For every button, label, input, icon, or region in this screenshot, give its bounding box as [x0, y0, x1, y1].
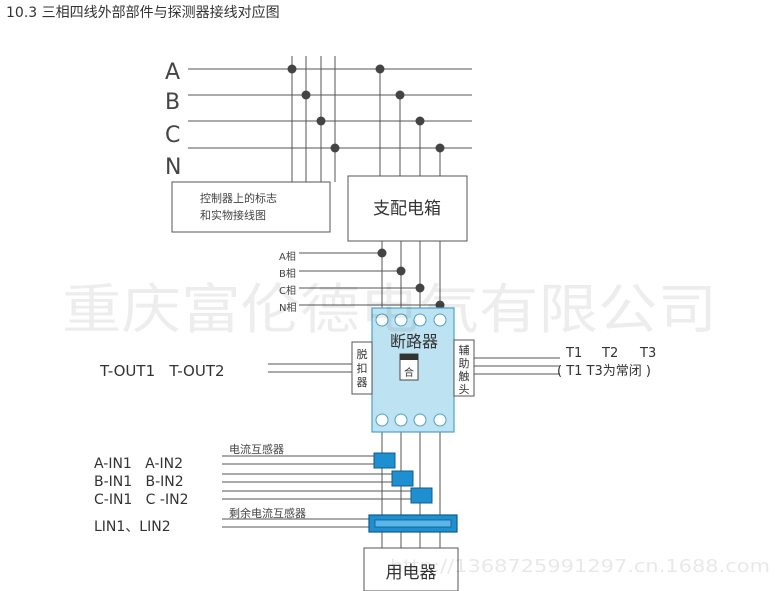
breaker-terminals-top [375, 313, 447, 327]
junction-dot [316, 116, 326, 126]
terminal [433, 413, 447, 427]
ct-title: 电流互感器 [229, 442, 284, 456]
junction-dot [377, 248, 387, 258]
phase-label-b: B [165, 90, 180, 115]
trip-unit-box [351, 341, 373, 395]
t1-label: T1 [565, 346, 582, 361]
trip-unit-char: 扣 [357, 361, 368, 375]
legend-box [171, 181, 331, 233]
phase-tag-b: B相 [279, 267, 296, 280]
trip-unit-char: 脱 [357, 347, 368, 361]
ct-a [373, 452, 396, 469]
terminal [394, 313, 408, 327]
junction-dot [375, 64, 385, 74]
aux-contact-box [453, 339, 475, 397]
aux-contact-char: 头 [459, 383, 470, 396]
t3-label: T3 [639, 346, 656, 361]
ct-input-b: B-IN1 B-IN2 [94, 474, 184, 490]
ct-c [410, 487, 433, 504]
terminal [433, 313, 447, 327]
load-box-label: 用电器 [386, 563, 437, 583]
breaker-switch-label: 合 [404, 366, 414, 379]
terminal [375, 413, 389, 427]
junction-dot [415, 283, 425, 293]
junction-dots [287, 64, 445, 310]
legend-line-1: 控制器上的标志 [200, 191, 277, 205]
watermark-company: 重庆富伦德电气有限公司 [62, 278, 717, 341]
aux-contact-char: 辅 [459, 343, 470, 357]
junction-dot [435, 300, 445, 310]
ct-input-a: A-IN1 A-IN2 [94, 456, 183, 472]
junction-dot [301, 90, 311, 100]
terminal [413, 413, 427, 427]
phase-label-n: N [165, 155, 181, 180]
distribution-box [347, 175, 468, 242]
terminal [394, 413, 408, 427]
page-title: 10.3 三相四线外部部件与探测器接线对应图 [6, 4, 280, 21]
aux-contact-char: 触 [459, 369, 470, 383]
junction-dot [330, 143, 340, 153]
junction-dot [435, 143, 445, 153]
breaker-label: 断路器 [390, 332, 438, 351]
t-out-label: T-OUT1 T-OUT2 [99, 362, 225, 380]
rct-input: LIN1、LIN2 [94, 519, 171, 535]
watermark-url: http://1368725991297.cn.1688.com [390, 556, 770, 577]
residual-ct-inner [374, 519, 452, 528]
ct-b [391, 470, 414, 487]
phase-tag-a: A相 [279, 250, 296, 263]
phase-tag-c: C相 [279, 284, 296, 297]
phase-label-c: C [165, 123, 180, 148]
junction-dot [396, 266, 406, 276]
junction-dot [287, 64, 297, 74]
ct-input-c: C-IN1 C -IN2 [94, 492, 188, 508]
junction-dot [395, 90, 405, 100]
breaker-terminals-bottom [375, 413, 447, 427]
trip-unit-char: 器 [357, 376, 368, 389]
terminal [413, 313, 427, 327]
rct-title: 剩余电流互感器 [229, 506, 306, 520]
breaker-switch-handle [400, 354, 418, 360]
terminal [375, 313, 389, 327]
phase-label-a: A [165, 60, 180, 85]
aux-contact-char: 助 [459, 356, 470, 370]
t-normally-closed-note: ( T1 T3为常闭 ) [557, 364, 651, 379]
phase-tag-n: N相 [279, 301, 296, 314]
load-box [363, 547, 459, 591]
legend-line-2: 和实物接线图 [200, 208, 266, 222]
junction-dot [415, 116, 425, 126]
t2-label: T2 [601, 346, 618, 361]
distribution-box-label: 支配电箱 [373, 199, 441, 219]
